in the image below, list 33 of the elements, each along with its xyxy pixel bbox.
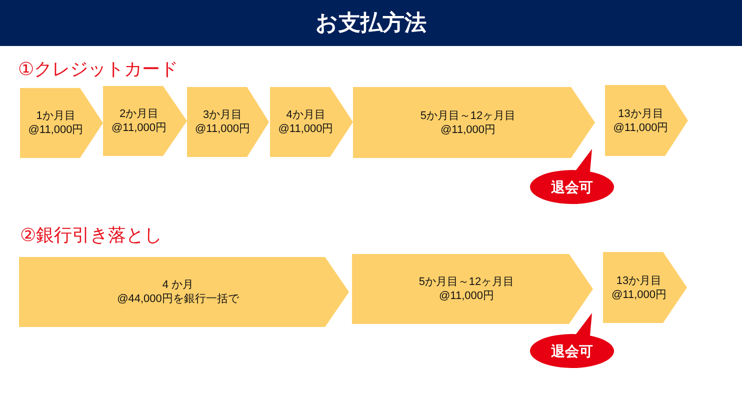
note-text: 退会可 <box>551 342 593 360</box>
chevron-step <box>352 254 593 324</box>
period-label: 13か月目 <box>618 106 664 120</box>
chevron-step <box>605 85 688 156</box>
chevron-step <box>187 87 269 157</box>
period-label: 1か月目 <box>36 109 76 123</box>
price-label: @11,000円 <box>440 122 496 136</box>
chevron-step <box>20 88 103 158</box>
chevron-step <box>270 87 353 157</box>
price-label: @11,000円 <box>613 120 668 134</box>
speech-bubble <box>530 313 614 368</box>
period-label: 2か月目 <box>119 107 159 121</box>
period-label: 13か月目 <box>616 274 662 288</box>
period-label: 4か月目 <box>286 108 326 122</box>
note-text: 退会可 <box>551 178 593 196</box>
section-heading: ②銀行引き落とし <box>20 224 162 246</box>
price-label: @11,000円 <box>439 289 494 303</box>
period-label: 5か月目～12ヶ月目 <box>418 275 514 289</box>
speech-bubble <box>530 149 614 204</box>
price-label: @44,000円を銀行一括で <box>117 292 239 306</box>
price-label: @11,000円 <box>28 123 84 137</box>
price-label: @11,000円 <box>112 121 166 135</box>
period-label: 4 か月 <box>162 278 194 292</box>
title: お支払方法 <box>316 9 426 37</box>
price-label: @11,000円 <box>278 122 334 136</box>
price-label: @11,000円 <box>612 288 666 302</box>
price-label: @11,000円 <box>195 122 250 136</box>
chevron-step <box>103 86 187 156</box>
chevron-step <box>603 252 687 323</box>
period-label: 3か月目 <box>202 108 242 122</box>
period-label: 5か月目～12ヶ月目 <box>420 108 516 122</box>
chevron-step <box>19 257 349 327</box>
section-heading: ①クレジットカード <box>18 58 178 80</box>
